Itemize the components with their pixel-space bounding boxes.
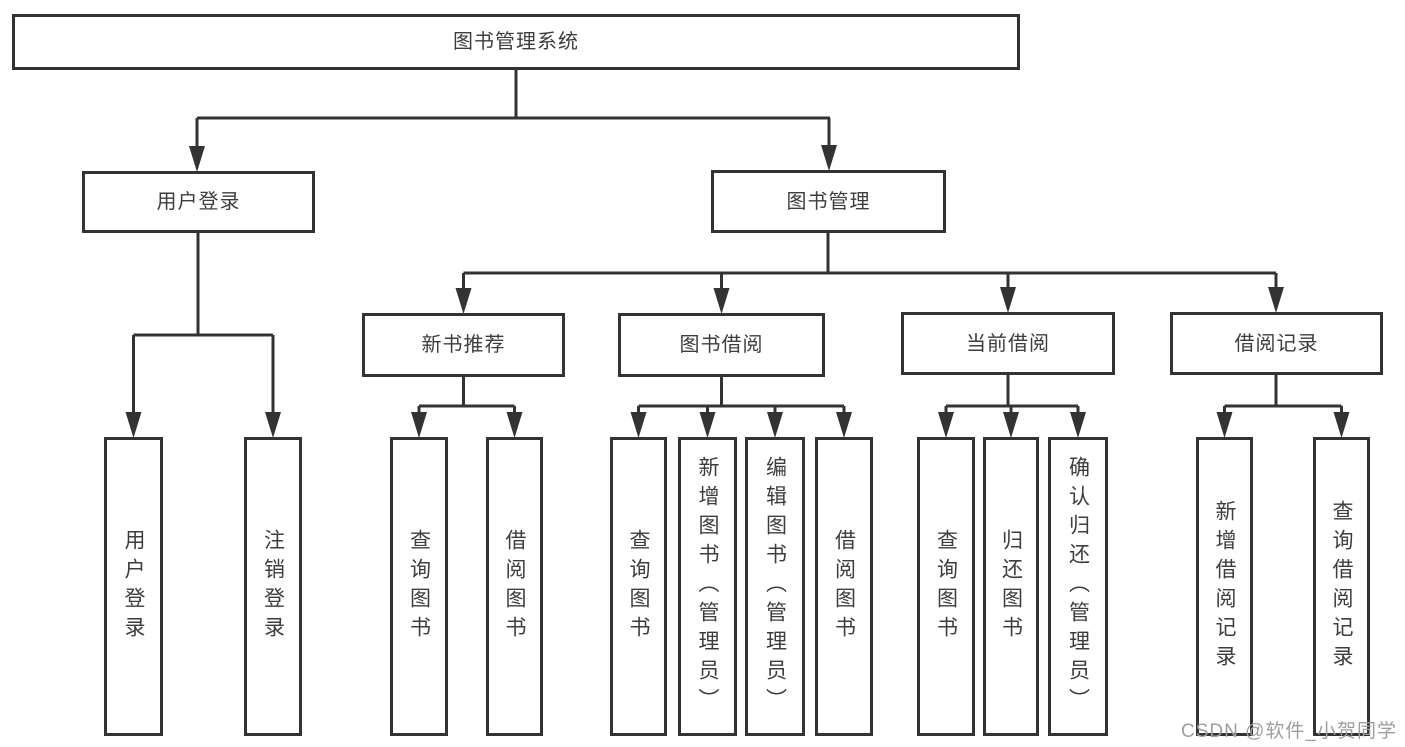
- leaf-records-add-borrow-record: 新增借阅记录: [1196, 437, 1253, 736]
- node-book-borrowing: 图书借阅: [618, 313, 825, 377]
- arrowheads: [125, 145, 1350, 438]
- node-current-borrowing: 当前借阅: [901, 312, 1115, 375]
- leaf-recommend-borrow-books: 借阅图书: [486, 437, 543, 736]
- node-user-login: 用户登录: [82, 171, 315, 233]
- node-library-management-system: 图书管理系统: [12, 14, 1020, 70]
- leaf-current-confirm-return-admin: 确认归还（管理员）: [1048, 437, 1108, 736]
- node-borrowing-records: 借阅记录: [1170, 312, 1383, 375]
- leaf-borrowing-borrow-books: 借阅图书: [815, 437, 873, 736]
- leaf-records-query-borrow-record: 查询借阅记录: [1313, 437, 1370, 736]
- leaf-current-return-books: 归还图书: [983, 437, 1039, 736]
- leaf-logout-login: 注销登录: [244, 437, 302, 736]
- leaf-user-login: 用户登录: [104, 437, 163, 736]
- node-new-book-recommend: 新书推荐: [362, 313, 565, 377]
- leaf-current-query-books: 查询图书: [917, 437, 975, 736]
- leaf-borrowing-edit-books-admin: 编辑图书（管理员）: [745, 437, 805, 736]
- leaf-recommend-query-books: 查询图书: [390, 437, 448, 736]
- node-book-management: 图书管理: [711, 170, 946, 233]
- leaf-borrowing-query-books: 查询图书: [610, 437, 667, 736]
- csdn-watermark: CSDN @软件_小贺同学: [1181, 721, 1397, 742]
- leaf-borrowing-add-books-admin: 新增图书（管理员）: [678, 437, 737, 736]
